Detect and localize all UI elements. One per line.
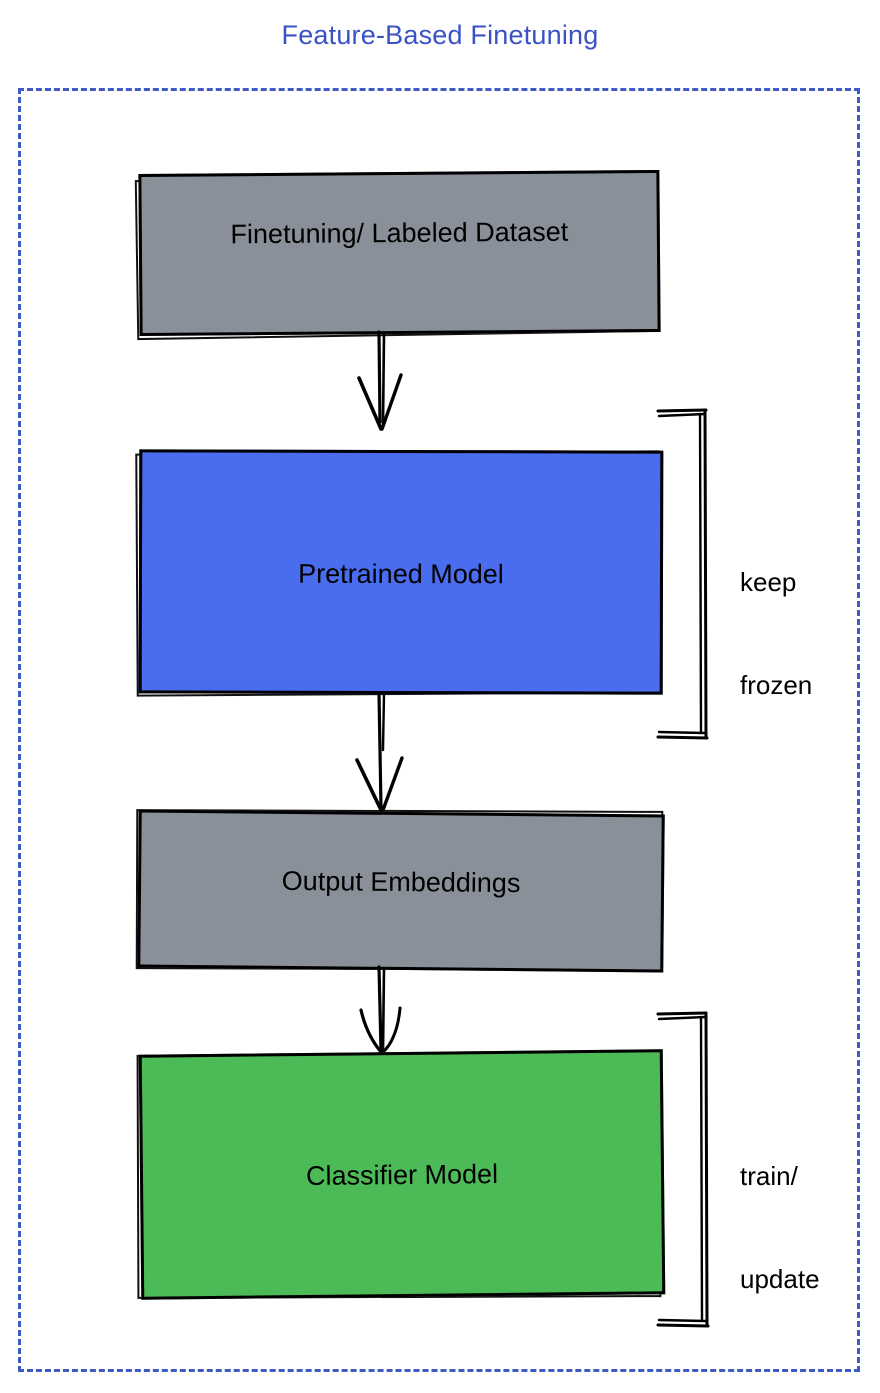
- annotation-keep-frozen-line1: keep: [740, 566, 797, 597]
- bracket-keep-frozen: [656, 408, 709, 740]
- node-label-dataset: Finetuning/ Labeled Dataset: [230, 216, 569, 250]
- bracket-train-update: [656, 1011, 710, 1328]
- annotation-train-update-line1: train/: [740, 1160, 798, 1191]
- node-label-classifier: Classifier Model: [305, 1158, 499, 1192]
- node-pretrained-model[interactable]: Pretrained Model: [138, 449, 664, 695]
- annotation-keep-frozen-line2: frozen: [740, 669, 813, 700]
- node-output-embeddings[interactable]: Output Embeddings: [137, 809, 665, 973]
- arrow-dataset-to-pretrained: [357, 330, 403, 431]
- node-classifier-model[interactable]: Classifier Model: [138, 1049, 666, 1300]
- annotation-train-update: train/ update: [740, 1090, 820, 1365]
- arrow-embeddings-to-classifier: [359, 965, 402, 1054]
- page-title: Feature-Based Finetuning: [281, 20, 599, 50]
- annotation-train-update-line2: update: [740, 1263, 820, 1294]
- node-label-pretrained: Pretrained Model: [298, 558, 504, 590]
- dashed-container-frame: [18, 88, 860, 1372]
- annotation-keep-frozen: keep frozen: [740, 496, 812, 771]
- node-label-embeddings: Output Embeddings: [281, 865, 521, 899]
- node-finetuning-labeled-dataset[interactable]: Finetuning/ Labeled Dataset: [138, 169, 661, 337]
- arrow-pretrained-to-embeddings: [355, 691, 404, 812]
